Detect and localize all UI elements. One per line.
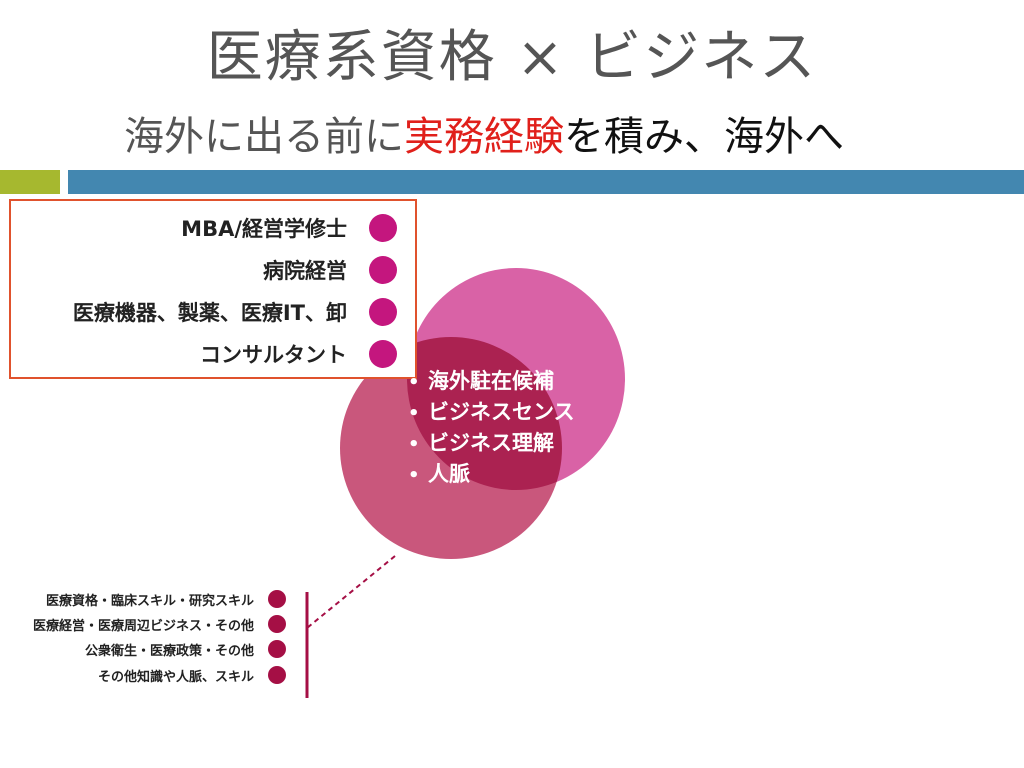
slide-subtitle: 海外に出る前に実務経験を積み、海外へ bbox=[124, 104, 844, 162]
medical-background-label: 公衆衛生・医療政策・その他 bbox=[84, 643, 254, 659]
circle-bullet-icon bbox=[369, 298, 397, 326]
bullet-icon: • bbox=[408, 372, 420, 393]
subtitle-highlight: 実務経験 bbox=[404, 114, 564, 160]
bullet-icon: • bbox=[408, 434, 420, 455]
overlap-bullet-list: • 海外駐在候補 • ビジネスセンス • ビジネス理解 • 人脈 bbox=[408, 366, 575, 490]
business-skills-box: MBA/経営学修士 病院経営 医療機器、製薬、医療IT、卸 コンサルタント bbox=[9, 199, 417, 379]
business-skill-item: 病院経営 bbox=[263, 254, 397, 286]
medical-background-item: その他知識や人脈、スキル bbox=[98, 662, 286, 688]
overlap-bullet-item: • 海外駐在候補 bbox=[408, 366, 575, 397]
medical-background-item: 医療資格・臨床スキル・研究スキル bbox=[46, 586, 286, 612]
medical-background-label: その他知識や人脈、スキル bbox=[97, 669, 254, 685]
circle-bullet-icon bbox=[268, 640, 286, 658]
overlap-bullet-item: • 人脈 bbox=[408, 459, 575, 490]
circle-bullet-icon bbox=[268, 615, 286, 633]
bullet-icon: • bbox=[408, 465, 420, 486]
slide-title: 医療系資格 × ビジネス bbox=[206, 25, 818, 90]
business-skill-item: MBA/経営学修士 bbox=[181, 212, 397, 244]
bullet-icon: • bbox=[408, 403, 420, 424]
medical-background-label: 医療経営・医療周辺ビジネス・その他 bbox=[32, 618, 254, 634]
business-skill-item: 医療機器、製薬、医療IT、卸 bbox=[73, 296, 397, 328]
accent-bar-green bbox=[0, 170, 60, 194]
business-skill-label: MBA/経営学修士 bbox=[181, 217, 347, 241]
overlap-bullet-item: • ビジネスセンス bbox=[408, 397, 575, 428]
circle-bullet-icon bbox=[268, 666, 286, 684]
business-skill-item: コンサルタント bbox=[200, 338, 397, 370]
medical-background-label: 医療資格・臨床スキル・研究スキル bbox=[45, 593, 254, 609]
overlap-bullet-label: ビジネス理解 bbox=[428, 431, 554, 455]
overlap-bullet-label: 人脈 bbox=[428, 462, 470, 486]
accent-bar-blue bbox=[68, 170, 1024, 194]
business-skill-label: 病院経営 bbox=[263, 259, 347, 283]
business-skill-label: 医療機器、製薬、医療IT、卸 bbox=[72, 301, 347, 325]
circle-bullet-icon bbox=[268, 590, 286, 608]
business-skill-label: コンサルタント bbox=[200, 343, 347, 367]
circle-bullet-icon bbox=[369, 214, 397, 242]
subtitle-lead: 海外に出る前に bbox=[124, 114, 404, 160]
dashed-connector-line bbox=[306, 555, 396, 629]
circle-bullet-icon bbox=[369, 256, 397, 284]
overlap-bullet-item: • ビジネス理解 bbox=[408, 428, 575, 459]
overlap-bullet-label: ビジネスセンス bbox=[428, 400, 575, 424]
medical-background-item: 公衆衛生・医療政策・その他 bbox=[85, 636, 286, 662]
overlap-bullet-label: 海外駐在候補 bbox=[428, 369, 554, 393]
medical-background-item: 医療経営・医療周辺ビジネス・その他 bbox=[33, 611, 286, 637]
subtitle-tail: を積み、海外へ bbox=[564, 114, 844, 160]
circle-bullet-icon bbox=[369, 340, 397, 368]
